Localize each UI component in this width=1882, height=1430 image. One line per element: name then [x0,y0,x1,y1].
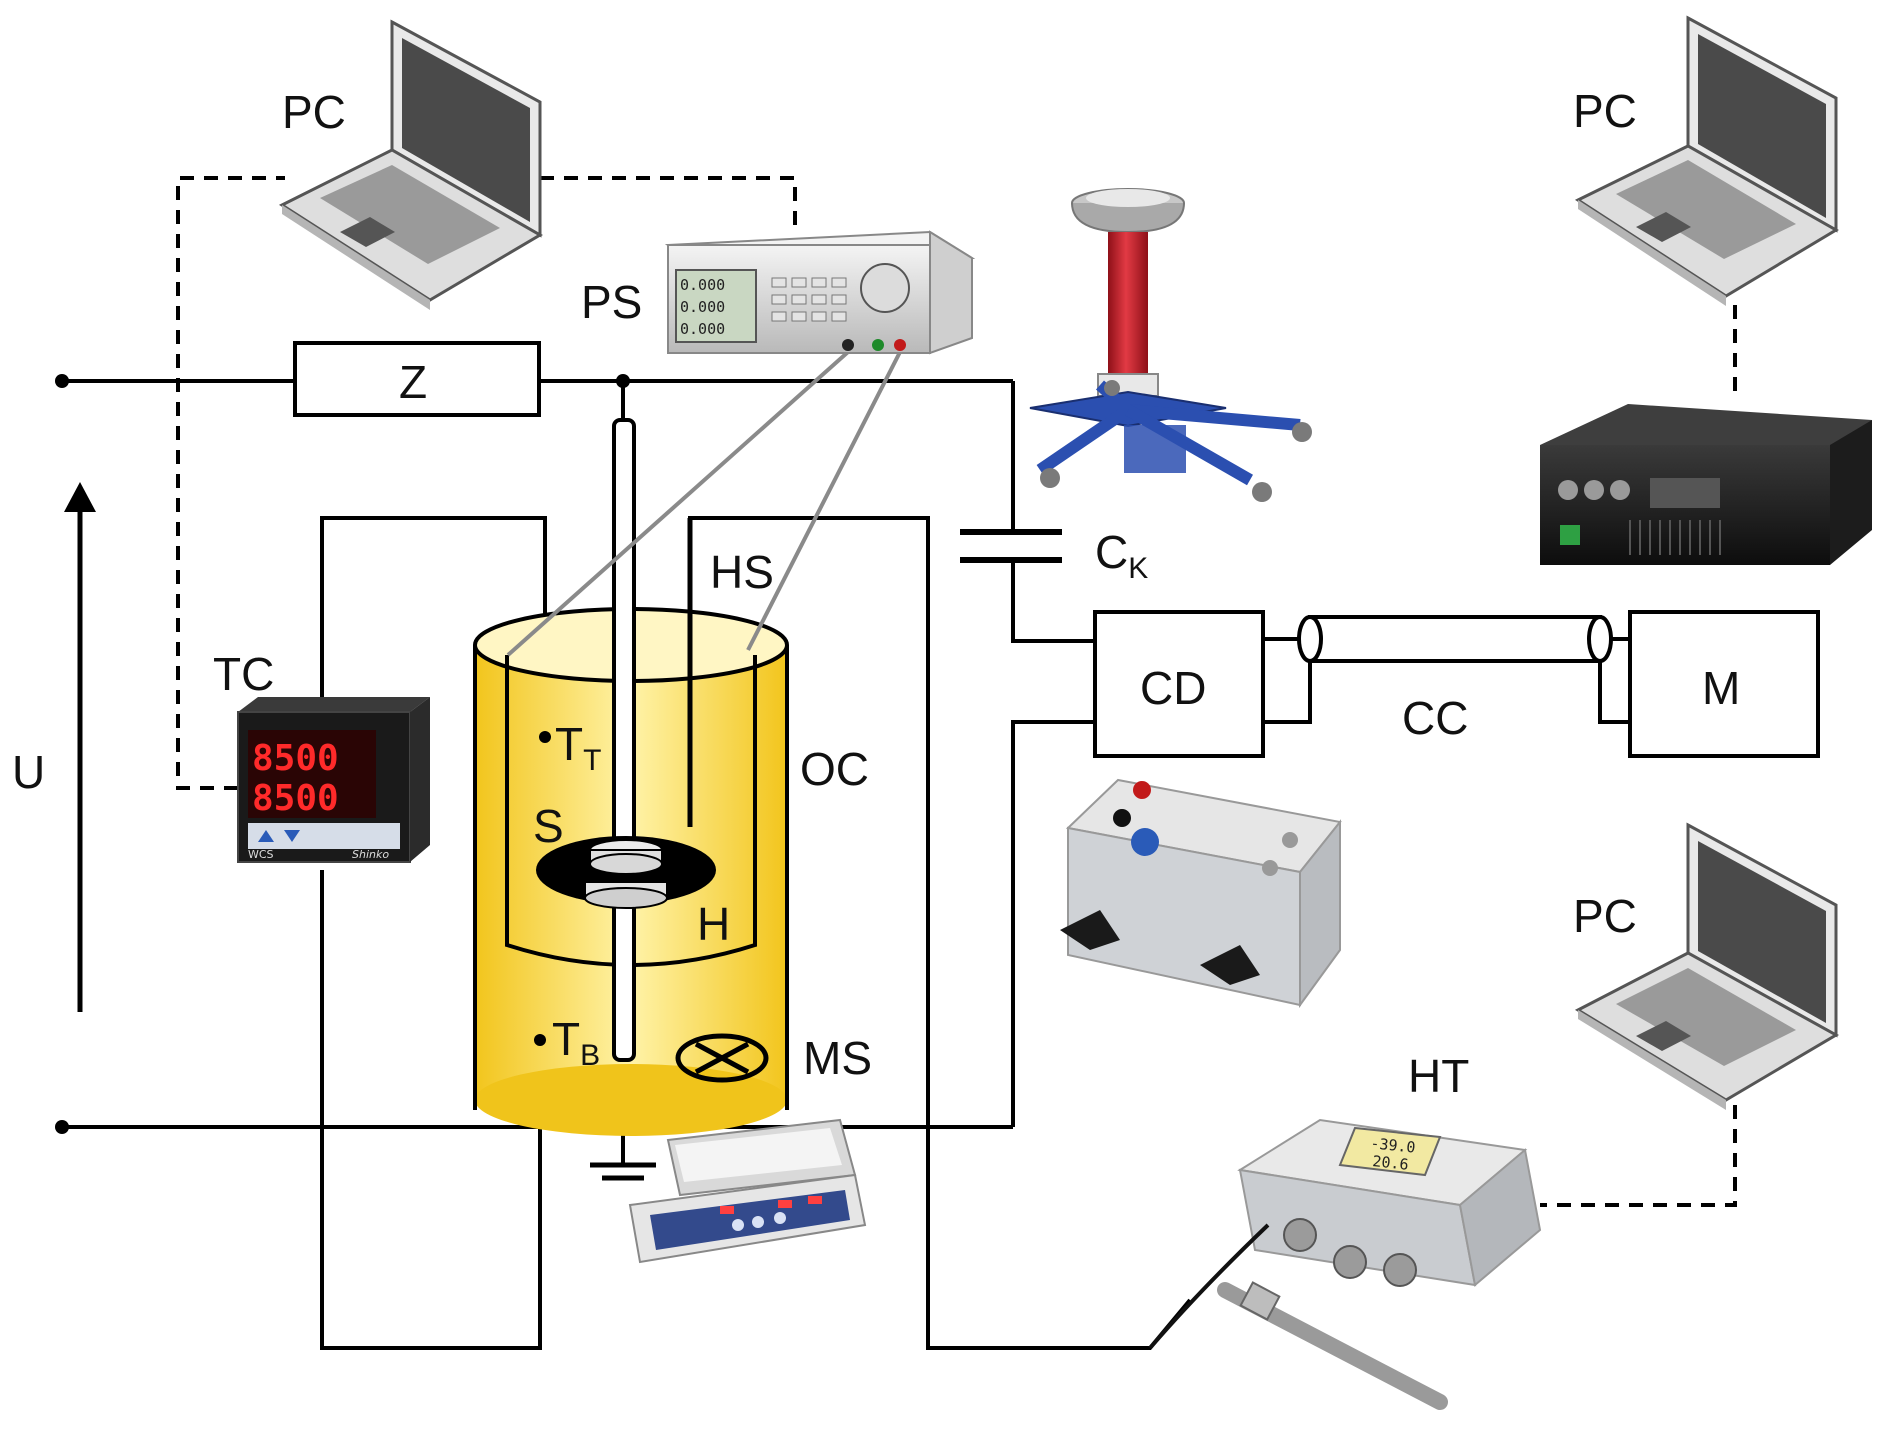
sample-holder [584,839,668,909]
oil-vessel [473,418,789,1136]
label-cc: CC [1402,692,1468,744]
label-hs: HS [710,546,774,598]
ht-readout-1: -39.0 [1370,1134,1417,1157]
label-pc-right-top: PC [1573,85,1637,137]
measuring-instrument-box [1628,610,1820,758]
tc-readout-2: 8500 [252,778,339,819]
thermocouple-top-point [539,731,551,743]
label-s: S [533,800,564,852]
label-tt: TT [555,718,601,777]
ps-readout-3: 0.000 [680,320,725,338]
label-ps: PS [581,276,642,328]
pc-left-data-link [176,176,285,790]
hygrometer-device: -39.0 20.6 [1148,1118,1542,1410]
laptop-icon [278,19,543,310]
ps-probe-wire-1 [506,350,850,657]
pc-right-bottom-data-link [1540,1105,1737,1207]
label-cd: CD [1140,662,1206,714]
label-ck: CK [1095,526,1148,585]
magnetic-stirrer-symbol [675,1033,769,1083]
measuring-impedance-device [1060,778,1342,1009]
label-ht: HT [1408,1050,1469,1102]
voltage-arrow [64,482,96,1012]
label-u: U [12,746,45,798]
label-pc-right-bottom: PC [1573,890,1637,942]
ht-readout-2: 20.6 [1372,1152,1410,1174]
label-tb: TB [552,1013,600,1072]
label-z: Z [399,356,427,408]
label-oc: OC [800,743,869,795]
ps-jog-knob [860,263,910,313]
ps-readout-1: 0.000 [680,276,725,294]
ps-readout-2: 0.000 [680,298,725,316]
label-h: H [697,898,730,950]
pc-ps-data-link [540,176,797,235]
power-supply-device: 0.000 0.000 0.000 [664,230,976,355]
laptop-icon [1574,822,1840,1110]
thermocouple-bottom-point [534,1034,546,1046]
pd-analyzer-device [1540,404,1872,565]
label-tc: TC [213,648,274,700]
hot-plate-stirrer-device [628,1118,867,1264]
label-ms: MS [803,1032,872,1084]
tc-bottom-loop [320,870,542,1350]
tc-brand-label: Shinko [352,848,389,861]
laptop-icon [1574,15,1839,306]
hv-electrode-rod [612,418,636,1062]
label-m: M [1702,662,1740,714]
tc-readout-1: 8500 [252,738,339,779]
temperature-controller-device: 8500 8500 WCS Shinko [237,697,430,863]
ground-symbol [590,1162,656,1181]
ps-probe-wire-2 [746,351,902,651]
coaxial-cable [1263,615,1630,724]
coupling-device-box [1093,610,1265,758]
hv-test-transformer [1029,188,1312,502]
tc-model-label: WCS [248,848,274,861]
label-pc-left: PC [282,86,346,138]
